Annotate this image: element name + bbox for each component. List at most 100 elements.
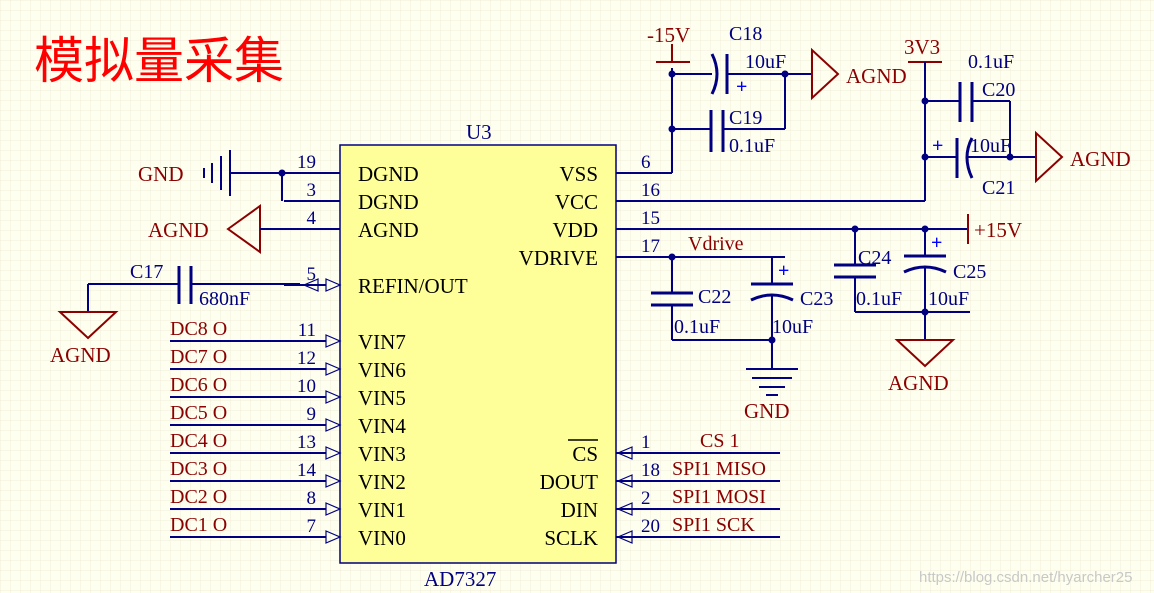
c25-value: 10uF — [928, 288, 969, 310]
left-pin-name: VIN3 — [358, 442, 406, 466]
agnd-symbol-top — [811, 47, 840, 101]
right-pin-name: DIN — [561, 498, 598, 522]
c20-ref: C20 — [982, 79, 1015, 101]
left-pin-name: VIN0 — [358, 526, 406, 550]
spi-net-label: SPI1 SCK — [672, 514, 755, 536]
input-net-label: DC8 O — [170, 318, 227, 340]
left-pin-number: 8 — [307, 488, 317, 509]
right-pin-number: 16 — [641, 180, 660, 201]
left-pin-number: 14 — [297, 460, 317, 481]
agnd-label-right: AGND — [1070, 147, 1131, 171]
left-pin-number: 10 — [297, 376, 316, 397]
junction-dgnd — [278, 169, 286, 177]
gnd-symbol-bottom — [746, 368, 798, 396]
right-pin-number: 18 — [641, 460, 660, 481]
left-pin-arrow — [325, 334, 342, 348]
v3v3-label: 3V3 — [904, 35, 940, 59]
c18-ref: C18 — [729, 23, 762, 45]
left-pin-arrow — [325, 278, 342, 292]
left-pin-arrow — [325, 446, 342, 460]
spi-net-label: SPI1 MOSI — [672, 486, 766, 508]
chip-part-number: AD7327 — [424, 567, 496, 591]
left-pin-name: DGND — [358, 190, 419, 214]
agnd-label-bottom: AGND — [888, 371, 949, 395]
c24-value: 0.1uF — [856, 288, 902, 310]
c25-ref: C25 — [953, 261, 986, 283]
agnd-label-left: AGND — [148, 218, 209, 242]
input-net-label: DC7 O — [170, 346, 227, 368]
watermark: https://blog.csdn.net/hyarcher25 — [919, 569, 1132, 586]
c23-value: 10uF — [772, 316, 813, 338]
left-pin-name: VIN4 — [358, 414, 406, 438]
right-pin-name: SCLK — [544, 526, 598, 550]
page-title: 模拟量采集 — [34, 32, 284, 90]
right-pin-name: VDD — [553, 218, 599, 242]
left-pin-name: DGND — [358, 162, 419, 186]
agnd-symbol-right — [1035, 130, 1064, 184]
c22-ref: C22 — [698, 286, 731, 308]
spi-net-label: CS 1 — [700, 430, 739, 452]
left-pin-arrow-bidir — [302, 278, 319, 292]
left-pin-name: VIN1 — [358, 498, 406, 522]
right-pin-number: 15 — [641, 208, 660, 229]
left-pin-number: 9 — [307, 404, 317, 425]
c17-value: 680nF — [199, 288, 250, 310]
left-pin-name: AGND — [358, 218, 419, 242]
left-pin-number: 11 — [298, 320, 316, 341]
junction-agnd-right — [1006, 153, 1014, 161]
gnd-label-bottom: GND — [744, 399, 790, 423]
left-pin-name: REFIN/OUT — [358, 274, 468, 298]
left-pin-arrow — [325, 474, 342, 488]
c18-value: 10uF — [745, 51, 786, 73]
right-pin-name: CS — [572, 442, 598, 466]
left-pin-name: VIN6 — [358, 358, 406, 382]
c19-value: 0.1uF — [729, 135, 775, 157]
right-pin-name: VSS — [559, 162, 598, 186]
gnd-label-left: GND — [138, 162, 184, 186]
input-net-label: DC4 O — [170, 430, 227, 452]
left-pin-name: VIN5 — [358, 386, 406, 410]
c18-plus: + — [736, 76, 747, 98]
input-net-label: DC2 O — [170, 486, 227, 508]
right-pin-name: VDRIVE — [519, 246, 598, 270]
c24-ref: C24 — [858, 247, 891, 269]
left-pin-arrow — [325, 502, 342, 516]
left-pin-arrow — [325, 390, 342, 404]
right-pin-number: 1 — [641, 432, 651, 453]
left-pin-name: VIN2 — [358, 470, 406, 494]
left-pin-name: VIN7 — [358, 330, 406, 354]
right-pin-number: 2 — [641, 488, 651, 509]
left-pin-number: 19 — [297, 152, 316, 173]
input-net-label: DC6 O — [170, 374, 227, 396]
left-pin-number: 5 — [307, 264, 317, 285]
left-pin-number: 4 — [307, 208, 317, 229]
right-pin-number: 20 — [641, 516, 660, 537]
c23-plus: + — [778, 260, 789, 282]
left-pin-arrow — [325, 530, 342, 544]
c25-plus: + — [931, 232, 942, 254]
agnd-symbol-c17 — [57, 311, 119, 340]
left-pin-number: 12 — [297, 348, 316, 369]
c22-value: 0.1uF — [674, 316, 720, 338]
neg15-label: -15V — [647, 23, 690, 47]
input-net-label: DC1 O — [170, 514, 227, 536]
right-pin-name: DOUT — [540, 470, 598, 494]
chip-designator: U3 — [466, 120, 492, 144]
spi-net-label: SPI1 MISO — [672, 458, 766, 480]
left-pin-number: 3 — [307, 180, 317, 201]
pos15-label: +15V — [974, 218, 1022, 242]
c17-ref: C17 — [130, 261, 163, 283]
left-pin-arrow — [325, 362, 342, 376]
left-pin-number: 13 — [297, 432, 316, 453]
c20-value: 0.1uF — [968, 51, 1014, 73]
right-pin-number: 6 — [641, 152, 651, 173]
c21-value: 10uF — [970, 135, 1011, 157]
spi-net-labels: CS 1 SPI1 MISO SPI1 MOSI SPI1 SCK — [672, 430, 766, 536]
right-pin-name: VCC — [555, 190, 598, 214]
gnd-symbol-left — [203, 150, 286, 196]
c18-plate-curved — [710, 53, 719, 95]
